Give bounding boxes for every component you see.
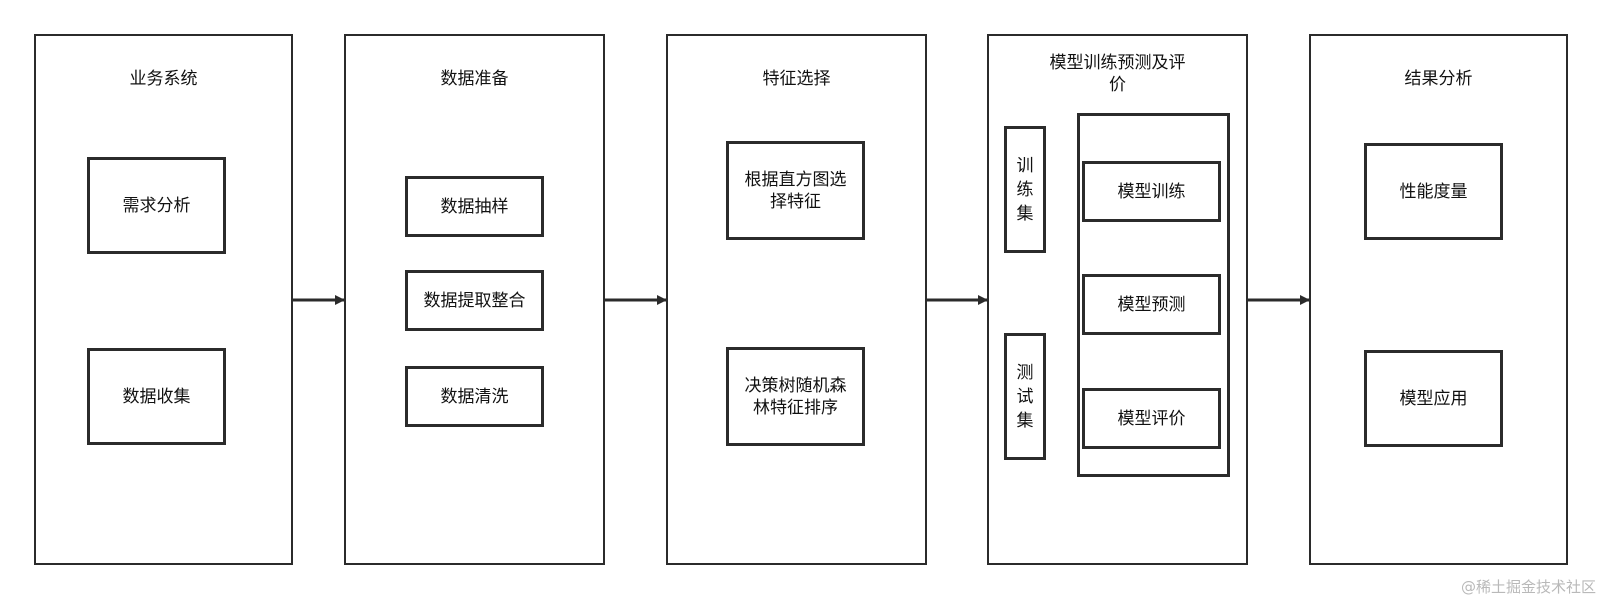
requirement-analysis-box: 需求分析	[87, 157, 226, 254]
model-prediction-box: 模型预测	[1082, 274, 1221, 335]
performance-metric-box: 性能度量	[1364, 143, 1503, 240]
histogram-feature-box: 根据直方图选择特征	[726, 141, 865, 240]
data-cleaning-box: 数据清洗	[405, 366, 544, 427]
training-set-label: 训练集	[1016, 155, 1034, 224]
model-process-frame	[1077, 113, 1230, 477]
tree-forest-ranking-box: 决策树随机森林特征排序	[726, 347, 865, 446]
model-training-box: 模型训练	[1082, 161, 1221, 222]
test-set-box: 测试集	[1004, 333, 1046, 460]
data-preparation-title: 数据准备	[440, 69, 509, 89]
business-system-column: 业务系统	[34, 34, 293, 565]
feature-selection-title: 特征选择	[762, 69, 831, 89]
model-application-box: 模型应用	[1364, 350, 1503, 447]
result-analysis-column: 结果分析	[1309, 34, 1568, 565]
model-column-title: 模型训练预测及评价	[1049, 53, 1186, 95]
data-sampling-box: 数据抽样	[405, 176, 544, 237]
business-system-title: 业务系统	[129, 69, 198, 89]
test-set-label: 测试集	[1016, 362, 1034, 431]
data-extract-integrate-box: 数据提取整合	[405, 270, 544, 331]
feature-selection-column: 特征选择	[666, 34, 927, 565]
model-evaluation-box: 模型评价	[1082, 388, 1221, 449]
training-set-box: 训练集	[1004, 126, 1046, 253]
watermark-text: @稀土掘金技术社区	[1460, 578, 1596, 596]
result-analysis-title: 结果分析	[1404, 69, 1473, 89]
data-collection-box: 数据收集	[87, 348, 226, 445]
